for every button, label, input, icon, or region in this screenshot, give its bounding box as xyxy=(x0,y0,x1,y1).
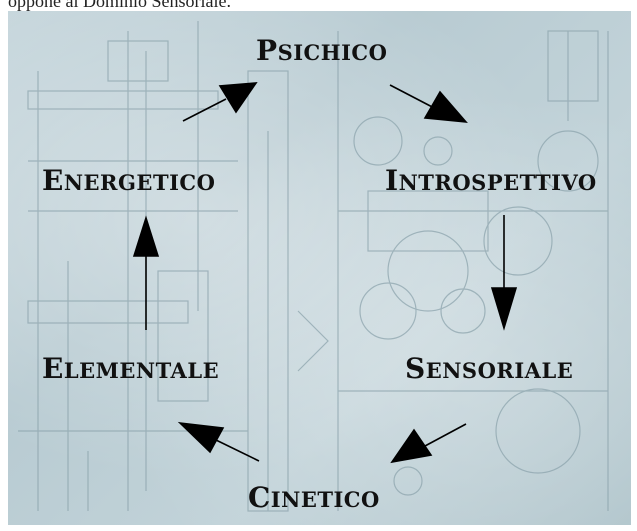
node-energetico-rest: nergetico xyxy=(63,170,216,195)
node-introspettivo-initial: I xyxy=(385,164,399,197)
diagram-background xyxy=(8,11,631,525)
node-psichico: Psichico xyxy=(256,37,387,65)
node-cinetico-initial: C xyxy=(248,481,271,514)
node-introspettivo-rest: ntrospettivo xyxy=(398,170,597,195)
node-psichico-initial: P xyxy=(256,34,278,67)
node-elementale-initial: E xyxy=(42,352,64,385)
node-sensoriale-initial: S xyxy=(405,352,426,385)
node-sensoriale-rest: ensoriale xyxy=(425,358,574,383)
node-elementale-rest: lementale xyxy=(63,358,220,383)
node-energetico: Energetico xyxy=(42,167,215,195)
node-sensoriale: Sensoriale xyxy=(405,355,573,383)
node-cinetico-rest: inetico xyxy=(270,487,380,512)
node-energetico-initial: E xyxy=(42,164,64,197)
node-introspettivo: Introspettivo xyxy=(385,167,597,195)
caption-text: oppone al Dominio Sensoriale. xyxy=(8,0,231,11)
blueprint-sketch xyxy=(18,21,609,512)
node-cinetico: Cinetico xyxy=(248,484,380,512)
node-elementale: Elementale xyxy=(42,355,219,383)
node-psichico-rest: sichico xyxy=(277,40,388,65)
